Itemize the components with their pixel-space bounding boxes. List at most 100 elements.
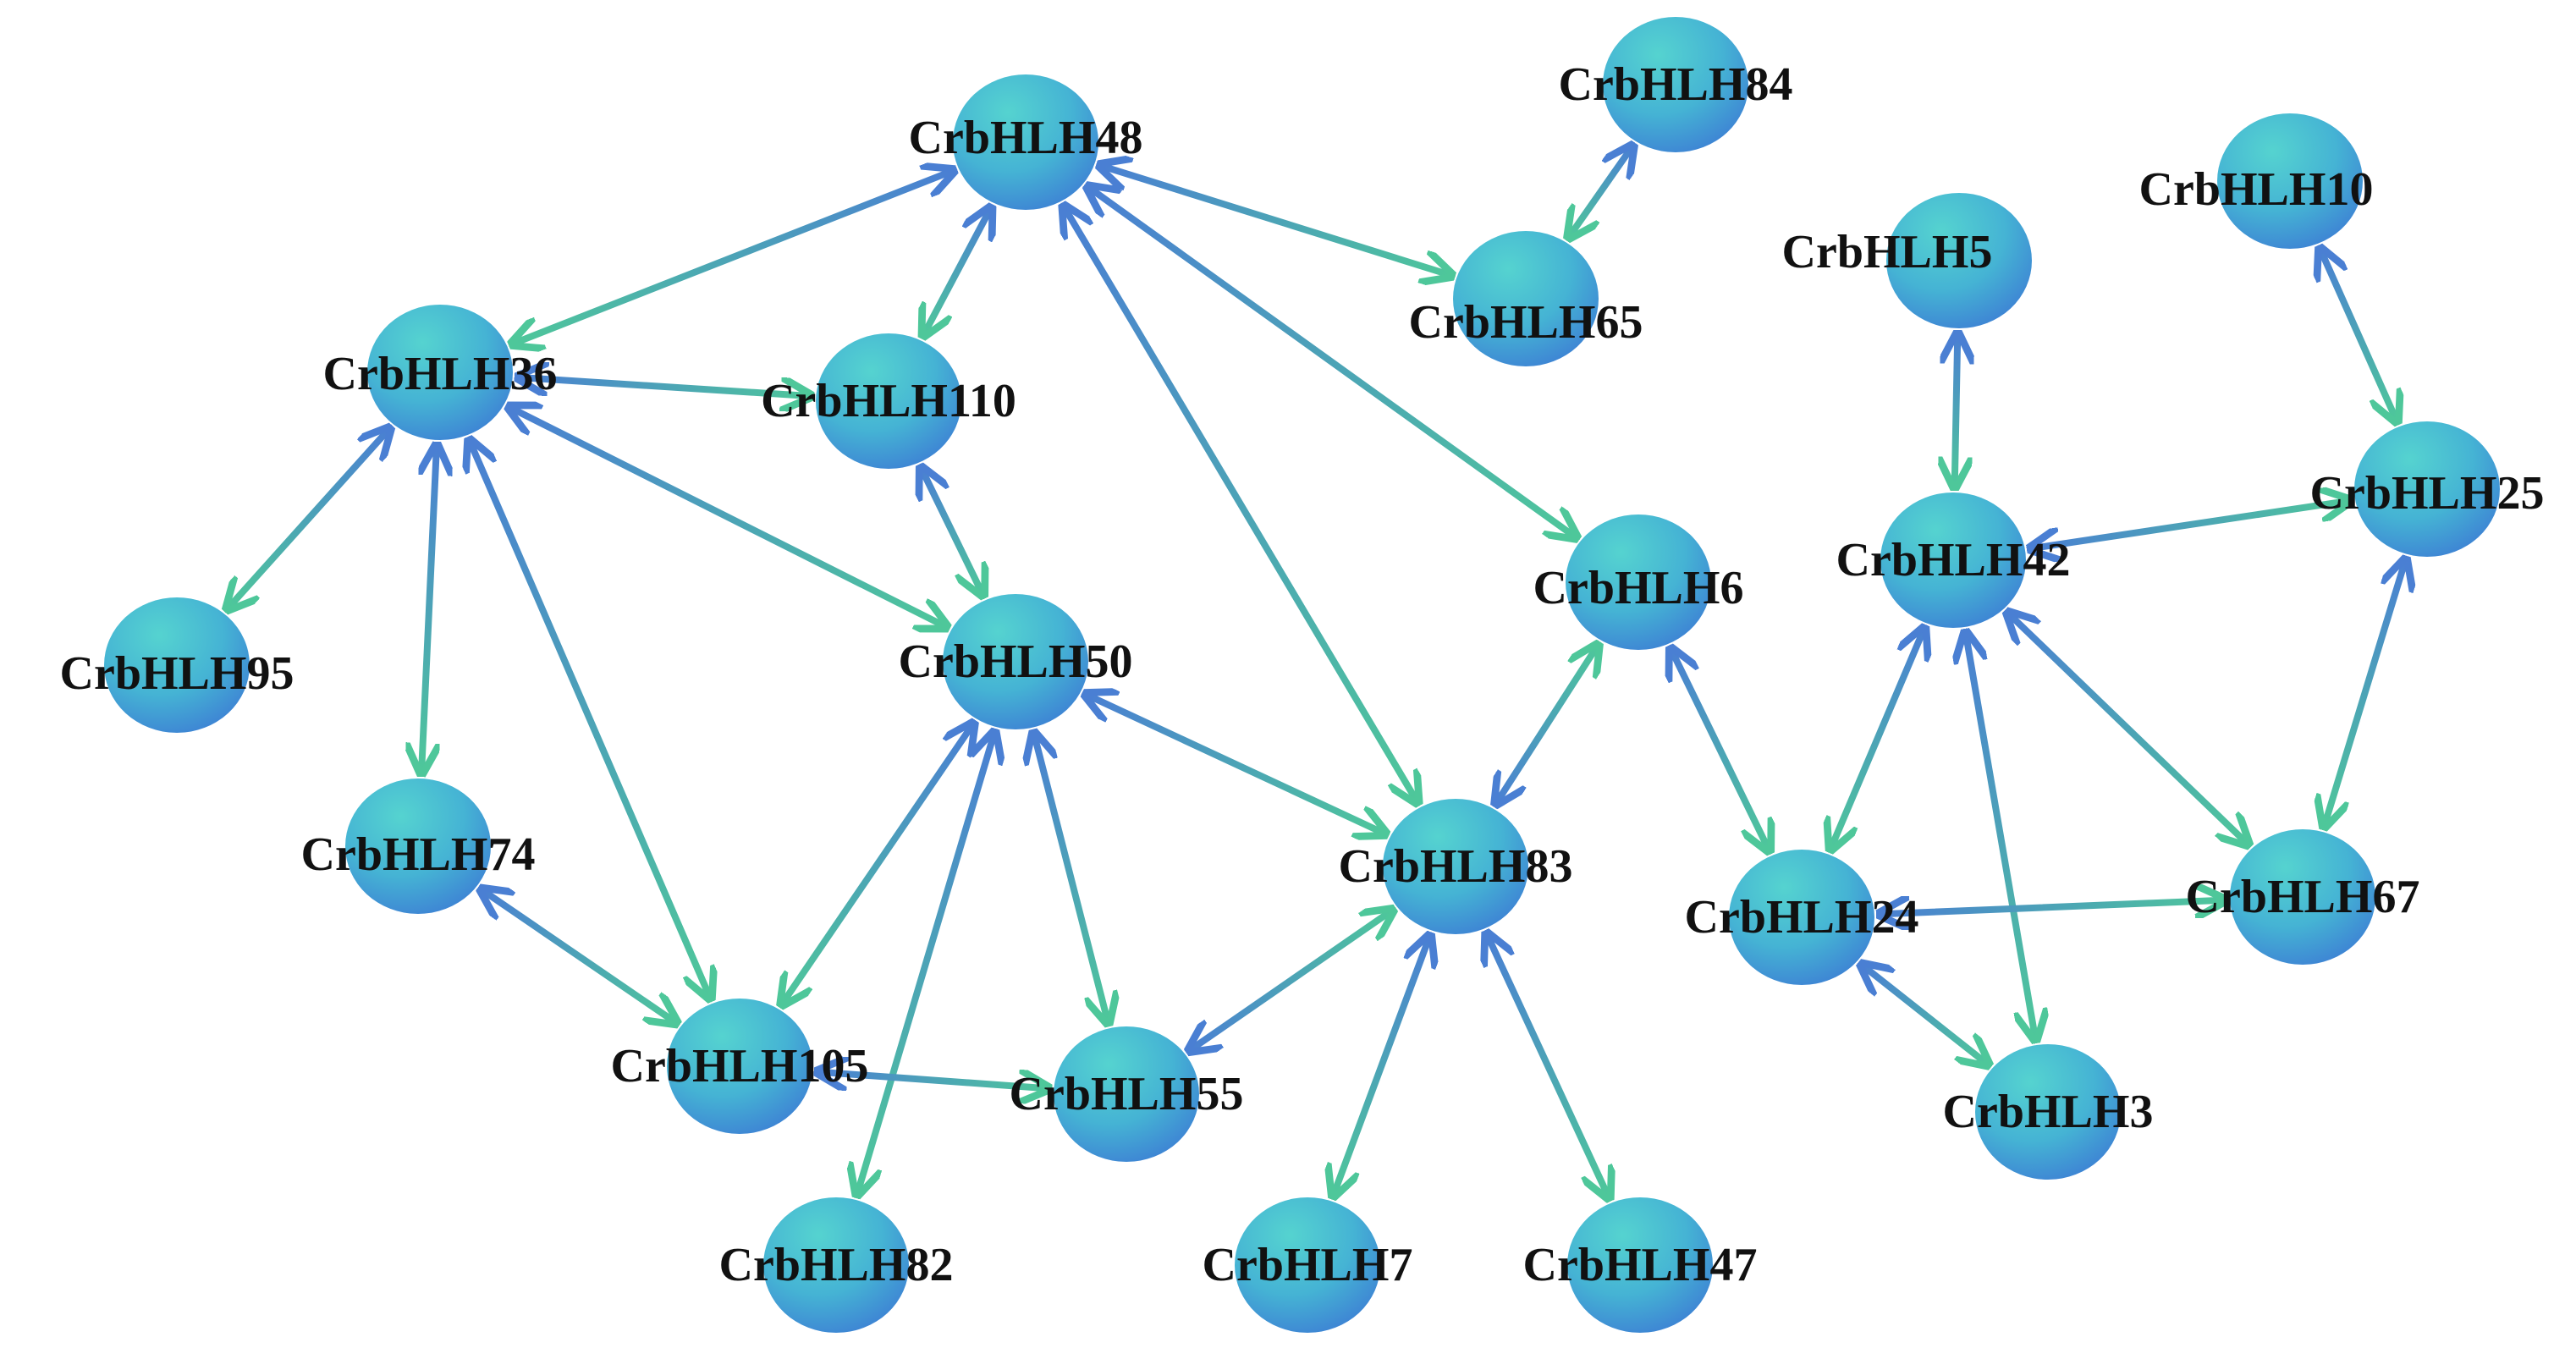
node-label: CrbHLH74 <box>301 828 536 881</box>
edge-CrbHLH110-CrbHLH50 <box>922 469 983 594</box>
node-CrbHLH25[interactable]: CrbHLH25 <box>2310 421 2545 557</box>
node-CrbHLH48[interactable]: CrbHLH48 <box>909 74 1143 210</box>
node-label: CrbHLH110 <box>761 375 1016 427</box>
edge-CrbHLH50-CrbHLH83 <box>1087 695 1384 834</box>
node-CrbHLH6[interactable]: CrbHLH6 <box>1533 514 1744 650</box>
node-CrbHLH105[interactable]: CrbHLH105 <box>611 999 869 1134</box>
node-CrbHLH36[interactable]: CrbHLH36 <box>323 305 558 440</box>
node-label: CrbHLH50 <box>899 635 1133 688</box>
node-CrbHLH7[interactable]: CrbHLH7 <box>1203 1197 1413 1333</box>
node-circle[interactable] <box>816 333 961 469</box>
node-CrbHLH3[interactable]: CrbHLH3 <box>1943 1044 2154 1180</box>
node-circle[interactable] <box>1729 850 1874 985</box>
node-circle[interactable] <box>1886 193 2032 328</box>
node-circle[interactable] <box>1975 1044 2121 1180</box>
edge-CrbHLH50-CrbHLH82 <box>857 734 994 1193</box>
node-label: CrbHLH65 <box>1409 296 1643 349</box>
node-label: CrbHLH48 <box>909 112 1143 164</box>
edge-CrbHLH48-CrbHLH6 <box>1089 188 1576 537</box>
edge-CrbHLH42-CrbHLH3 <box>1966 634 2035 1038</box>
node-circle[interactable] <box>104 597 250 733</box>
edge-CrbHLH42-CrbHLH67 <box>2008 613 2247 844</box>
edge-CrbHLH83-CrbHLH47 <box>1487 935 1608 1197</box>
node-CrbHLH10[interactable]: CrbHLH10 <box>2139 113 2374 249</box>
node-CrbHLH82[interactable]: CrbHLH82 <box>719 1197 954 1333</box>
edge-CrbHLH36-CrbHLH105 <box>470 442 710 998</box>
edge-CrbHLH83-CrbHLH7 <box>1334 937 1429 1195</box>
node-label: CrbHLH95 <box>60 647 294 700</box>
node-CrbHLH65[interactable]: CrbHLH65 <box>1409 231 1643 366</box>
edge-CrbHLH83-CrbHLH6 <box>1496 646 1597 802</box>
node-CrbHLH42[interactable]: CrbHLH42 <box>1836 492 2071 628</box>
node-circle[interactable] <box>1054 1026 1199 1162</box>
node-label: CrbHLH83 <box>1339 840 1573 893</box>
node-label: CrbHLH25 <box>2310 467 2545 520</box>
node-label: CrbHLH7 <box>1203 1239 1413 1291</box>
node-label: CrbHLH24 <box>1685 891 1919 944</box>
edge-CrbHLH25-CrbHLH67 <box>2325 561 2405 826</box>
node-circle[interactable] <box>1453 231 1599 366</box>
node-circle[interactable] <box>667 999 812 1134</box>
node-CrbHLH84[interactable]: CrbHLH84 <box>1559 17 1793 152</box>
node-circle[interactable] <box>2230 829 2375 965</box>
node-CrbHLH55[interactable]: CrbHLH55 <box>1010 1026 1244 1162</box>
node-circle[interactable] <box>367 305 513 440</box>
node-label: CrbHLH47 <box>1523 1239 1758 1291</box>
node-CrbHLH47[interactable]: CrbHLH47 <box>1523 1197 1758 1333</box>
edge-CrbHLH74-CrbHLH105 <box>482 890 675 1022</box>
node-circle[interactable] <box>1880 492 2026 628</box>
node-CrbHLH24[interactable]: CrbHLH24 <box>1685 850 1919 985</box>
node-label: CrbHLH42 <box>1836 534 2071 586</box>
node-label: CrbHLH36 <box>323 348 558 400</box>
edge-CrbHLH84-CrbHLH65 <box>1569 147 1632 237</box>
node-label: CrbHLH6 <box>1533 562 1744 614</box>
node-label: CrbHLH67 <box>2186 871 2420 923</box>
edge-CrbHLH42-CrbHLH25 <box>2032 501 2348 548</box>
node-CrbHLH110[interactable]: CrbHLH110 <box>761 333 1016 469</box>
node-label: CrbHLH10 <box>2139 163 2374 216</box>
edge-CrbHLH10-CrbHLH25 <box>2320 250 2397 421</box>
node-circle[interactable] <box>345 779 491 914</box>
edge-CrbHLH50-CrbHLH55 <box>1034 735 1108 1022</box>
node-circle[interactable] <box>943 594 1088 729</box>
edge-CrbHLH48-CrbHLH65 <box>1101 166 1450 275</box>
node-label: CrbHLH105 <box>611 1040 869 1092</box>
node-circle[interactable] <box>1603 17 1748 152</box>
node-label: CrbHLH5 <box>1782 226 1993 278</box>
node-CrbHLH83[interactable]: CrbHLH83 <box>1339 799 1573 934</box>
edge-CrbHLH105-CrbHLH55 <box>819 1072 1048 1088</box>
node-circle[interactable] <box>2354 421 2500 557</box>
edge-CrbHLH48-CrbHLH36 <box>514 171 953 344</box>
edge-CrbHLH55-CrbHLH83 <box>1191 911 1392 1049</box>
edges-layer <box>228 147 2406 1197</box>
node-circle[interactable] <box>1383 799 1528 934</box>
edge-CrbHLH36-CrbHLH95 <box>228 429 389 608</box>
node-circle[interactable] <box>1567 1197 1713 1333</box>
node-CrbHLH74[interactable]: CrbHLH74 <box>301 779 536 914</box>
node-circle[interactable] <box>1235 1197 1380 1333</box>
node-CrbHLH95[interactable]: CrbHLH95 <box>60 597 294 733</box>
node-label: CrbHLH55 <box>1010 1068 1244 1120</box>
edge-CrbHLH24-CrbHLH67 <box>1881 900 2223 914</box>
edge-CrbHLH36-CrbHLH110 <box>520 377 809 396</box>
node-circle[interactable] <box>1566 514 1711 650</box>
node-label: CrbHLH82 <box>719 1239 954 1291</box>
node-CrbHLH67[interactable]: CrbHLH67 <box>2186 829 2420 965</box>
node-label: CrbHLH84 <box>1559 58 1793 111</box>
edge-CrbHLH48-CrbHLH110 <box>924 209 991 334</box>
node-label: CrbHLH3 <box>1943 1086 2154 1138</box>
edge-CrbHLH36-CrbHLH50 <box>510 408 945 627</box>
node-circle[interactable] <box>763 1197 909 1333</box>
node-CrbHLH5[interactable]: CrbHLH5 <box>1782 193 2032 328</box>
edge-CrbHLH42-CrbHLH24 <box>1831 630 1924 848</box>
edge-CrbHLH36-CrbHLH74 <box>421 447 437 772</box>
edge-CrbHLH24-CrbHLH3 <box>1863 966 1987 1064</box>
node-circle[interactable] <box>2217 113 2363 249</box>
edge-CrbHLH50-CrbHLH105 <box>783 724 973 1004</box>
node-CrbHLH50[interactable]: CrbHLH50 <box>899 594 1133 729</box>
edge-CrbHLH6-CrbHLH24 <box>1671 650 1769 850</box>
node-circle[interactable] <box>953 74 1098 210</box>
edge-CrbHLH5-CrbHLH42 <box>1955 335 1958 486</box>
